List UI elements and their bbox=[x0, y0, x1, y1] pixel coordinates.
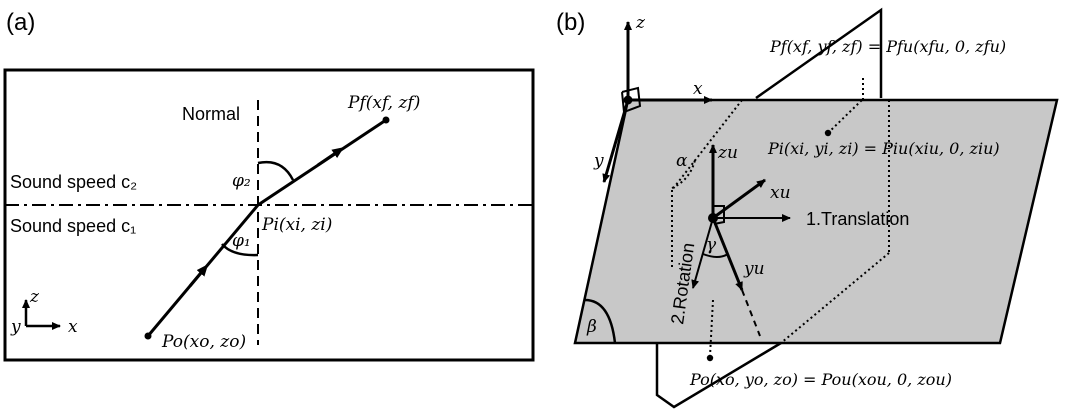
refracted-ray-arrow bbox=[317, 147, 345, 167]
axis-zu-label: zu bbox=[717, 143, 738, 163]
panel-b-label: (b) bbox=[556, 9, 585, 36]
angle-beta-label: β bbox=[586, 317, 597, 337]
axis-xu bbox=[712, 178, 766, 220]
angle-arc-refracted bbox=[257, 160, 295, 181]
axis-a-y-label: y bbox=[10, 317, 21, 337]
axis-b-z-label: z bbox=[635, 13, 646, 33]
point-origin-dot bbox=[144, 332, 152, 340]
angle-arc-beta bbox=[584, 298, 617, 344]
axis-xu-label: xu bbox=[770, 183, 791, 203]
medium-upper-label: Sound speed c₂ bbox=[10, 172, 137, 192]
incident-ray-arrow bbox=[188, 264, 209, 287]
eq-final: Pf(xf, yf, zf) = Pfu(xfu, 0, zfu) bbox=[769, 37, 1006, 56]
panel-b: (b) α β z x y zu bbox=[556, 7, 1059, 409]
point-interface-dot-b bbox=[824, 129, 832, 137]
right-angle-mark-u bbox=[712, 205, 725, 225]
point-final-label: Pf(xf, zf) bbox=[347, 93, 420, 113]
eq-origin: Po(xo, yo, zo) = Pou(xou, 0, zou) bbox=[689, 370, 952, 389]
axis-b-y-label: y bbox=[593, 151, 604, 171]
axis-yu-dashed bbox=[741, 289, 761, 337]
axis-yu-label: yu bbox=[743, 259, 765, 279]
origin-dot-b bbox=[623, 95, 633, 105]
vertical-plane-bottom bbox=[655, 341, 782, 409]
angle-arc-incident bbox=[221, 243, 259, 257]
point-origin-dot-b bbox=[706, 354, 714, 362]
panel-a: (a) Normal Sound speed c₂ Sound speed c₁… bbox=[3, 9, 535, 362]
point-final-dot bbox=[382, 116, 390, 124]
hidden-edge-1 bbox=[671, 99, 743, 191]
panel-a-frame bbox=[3, 68, 535, 362]
angle-alpha-label: α bbox=[676, 151, 688, 171]
angle-gamma-label: γ bbox=[706, 235, 717, 255]
right-angle-mark-b bbox=[621, 86, 642, 114]
point-origin-label: Po(xo, zo) bbox=[161, 332, 246, 352]
axis-a-x-label: x bbox=[68, 317, 78, 337]
translation-label: 1.Translation bbox=[806, 209, 909, 229]
panel-a-label: (a) bbox=[6, 9, 35, 36]
angle-refracted-label: φ₂ bbox=[232, 171, 251, 191]
point-interface-label: Pi(xi, zi) bbox=[261, 215, 332, 235]
angle-incident-label: φ₁ bbox=[232, 231, 251, 251]
normal-label: Normal bbox=[182, 104, 240, 124]
proj-origin bbox=[709, 299, 714, 357]
medium-lower-label: Sound speed c₁ bbox=[10, 216, 136, 236]
axis-b-x-label: x bbox=[693, 79, 703, 99]
vertical-plane-top bbox=[755, 7, 883, 100]
rotation-arrow bbox=[691, 217, 714, 289]
axis-b-y bbox=[602, 99, 630, 183]
eq-interface: Pi(xi, yi, zi) = Piu(xiu, 0, ziu) bbox=[767, 139, 1000, 158]
angle-arc-gamma bbox=[702, 253, 729, 258]
hidden-edge-4 bbox=[780, 252, 890, 344]
axis-a-z-label: z bbox=[29, 287, 40, 307]
